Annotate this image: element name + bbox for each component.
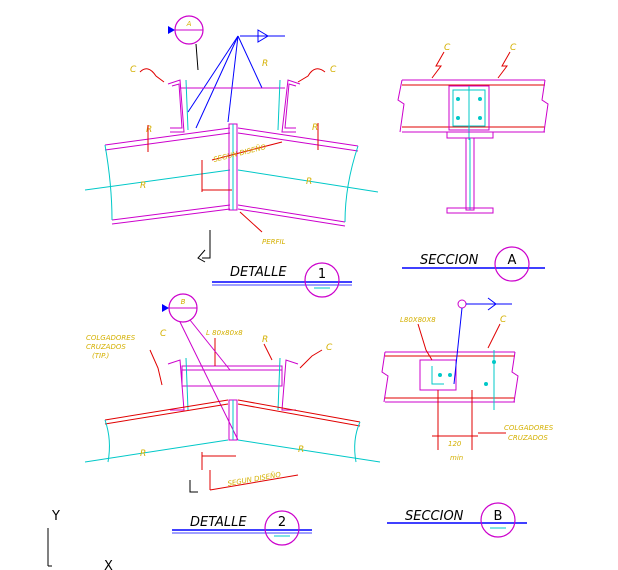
dim-segun-diseno-1: SEGUN DISEÑO (201, 141, 283, 192)
axis-y-label: Y (51, 509, 60, 524)
detalle-2-number: 2 (278, 515, 286, 530)
detail-2-label-r-left: R (140, 449, 146, 459)
seccion-b-label-c: C (500, 315, 507, 325)
beam-label-r-left: R (140, 181, 146, 191)
beam-right: R (237, 127, 379, 227)
callout-bubble-b: B (162, 293, 198, 323)
detalle-2-title: DETALLE (190, 515, 247, 530)
detalle-1-title: DETALLE (230, 265, 287, 280)
cruzados-text-1: CRUZADOS (86, 343, 126, 351)
callout-b-letter: B (181, 298, 186, 306)
detalle-1-number: 1 (318, 267, 326, 282)
seccion-a-label-c-right: C (510, 43, 517, 53)
detail-2-label-r-right: R (298, 445, 304, 455)
beam-left: R (84, 127, 231, 225)
seccion-a-bubble (494, 246, 530, 282)
label-c-left: C (130, 65, 137, 75)
detail-2-label-c-left: C (160, 329, 167, 339)
detalle-1-bubble (304, 262, 340, 298)
detail-2-label-r-top: R (262, 335, 268, 345)
dim-min-text: min (450, 454, 463, 462)
ucs-axis-icon: Y X (47, 509, 113, 570)
beam-label-r-right: R (306, 177, 312, 187)
segun-diseno-1-text: SEGUN DISEÑO (212, 142, 267, 164)
right-hanger (277, 79, 301, 133)
callout-bubble-a: A (168, 15, 204, 71)
detalle-2-bubble (264, 510, 300, 546)
seccion-a-drawing: C C (397, 43, 549, 214)
center-column (228, 123, 238, 211)
title-seccion-b: SECCION B (387, 502, 527, 538)
detail-1-drawing: A (84, 15, 379, 263)
colgadores-text-2: COLGADORES (504, 424, 554, 432)
colgadores-text-1: COLGADORES (86, 334, 136, 342)
seccion-b-bubble (480, 502, 516, 538)
seccion-a-label-c-left: C (444, 43, 451, 53)
cruzados-text-2: CRUZADOS (508, 434, 548, 442)
seccion-b-letter: B (494, 509, 503, 524)
axis-x-label: X (104, 559, 113, 570)
seccion-b-title: SECCION (405, 509, 464, 524)
label-r-right-small: R (312, 123, 318, 133)
label-r-top: R (262, 59, 268, 69)
seccion-b-drawing: L80X80X8 C 120 min COLGADORES CRUZADOS (381, 297, 554, 462)
detail-2-drawing: B L 80x80x8 R R SEGUN DISEÑO (84, 293, 381, 493)
segun-diseno-2-text: SEGUN DISEÑO (227, 470, 282, 488)
title-seccion-a: SECCION A (402, 246, 545, 282)
perfil-callout: PERFIL (239, 211, 286, 246)
callout-a-letter: A (186, 20, 192, 28)
seccion-a-title: SECCION (420, 253, 479, 268)
title-detalle-1: DETALLE 1 (212, 262, 352, 298)
seccion-a-letter: A (508, 253, 517, 268)
leader-lines (187, 29, 285, 129)
label-c-right: C (330, 65, 337, 75)
perfil-text: PERFIL (262, 238, 286, 246)
l-angle-text: L 80x80x8 (206, 329, 243, 337)
l-angle-b-text: L80X80X8 (400, 316, 436, 324)
title-detalle-2: DETALLE 2 (172, 510, 312, 546)
dim-120-text: 120 (448, 440, 462, 448)
detail-2-label-c-right: C (326, 343, 333, 353)
label-r-left-small: R (146, 125, 152, 135)
left-hanger (167, 79, 189, 133)
tip-text: (TIP.) (92, 352, 110, 360)
